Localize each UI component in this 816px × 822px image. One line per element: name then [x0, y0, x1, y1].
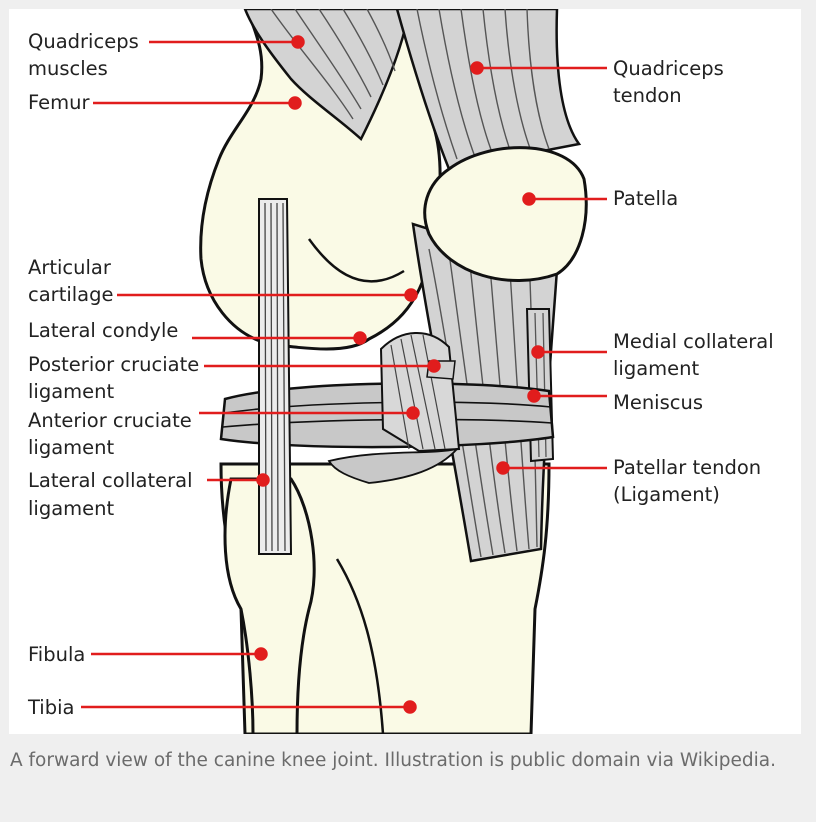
label-articular-cartilage-line1: Articular [28, 256, 112, 279]
label-quadriceps-muscles-line1: Quadriceps [28, 30, 139, 53]
label-patella: Patella [613, 187, 678, 210]
tibia-crest-line [335, 558, 385, 734]
label-quadriceps-muscles-line2: muscles [28, 57, 108, 80]
patella-bone [423, 146, 588, 282]
knee-diagram: Quadriceps muscles Femur Articular carti… [9, 9, 801, 734]
knee-illustration: Quadriceps muscles Femur Articular carti… [27, 9, 774, 734]
label-lateral-condyle: Lateral condyle [28, 319, 178, 342]
label-patellar-tendon-line2: (Ligament) [613, 483, 720, 506]
label-quadriceps-tendon-line2: tendon [613, 84, 682, 107]
condyle-notch-line [307, 238, 405, 283]
quadriceps-tendon [395, 9, 582, 171]
label-fibula: Fibula [28, 643, 85, 666]
label-medial-collateral-line2: ligament [613, 357, 700, 380]
label-patellar-tendon-line1: Patellar tendon [613, 456, 761, 479]
label-femur: Femur [28, 91, 91, 114]
label-anterior-cruciate-line2: ligament [28, 436, 115, 459]
label-lateral-collateral-line2: ligament [28, 497, 115, 520]
label-quadriceps-tendon-line1: Quadriceps [613, 57, 724, 80]
label-meniscus: Meniscus [613, 391, 703, 414]
figure-caption: A forward view of the canine knee joint.… [10, 750, 776, 771]
lateral-collateral-ligament [258, 198, 293, 555]
label-anterior-cruciate-line1: Anterior cruciate [28, 409, 192, 432]
label-articular-cartilage-line2: cartilage [28, 283, 114, 306]
label-lateral-collateral-line1: Lateral collateral [28, 469, 193, 492]
tibial-plateau-shadow [327, 447, 460, 484]
label-posterior-cruciate-line1: Posterior cruciate [28, 353, 199, 376]
cruciate-ligaments [379, 332, 461, 453]
label-posterior-cruciate-line2: ligament [28, 380, 115, 403]
label-tibia: Tibia [27, 696, 74, 719]
leader-lines [81, 35, 607, 714]
label-medial-collateral-line1: Medial collateral [613, 330, 774, 353]
